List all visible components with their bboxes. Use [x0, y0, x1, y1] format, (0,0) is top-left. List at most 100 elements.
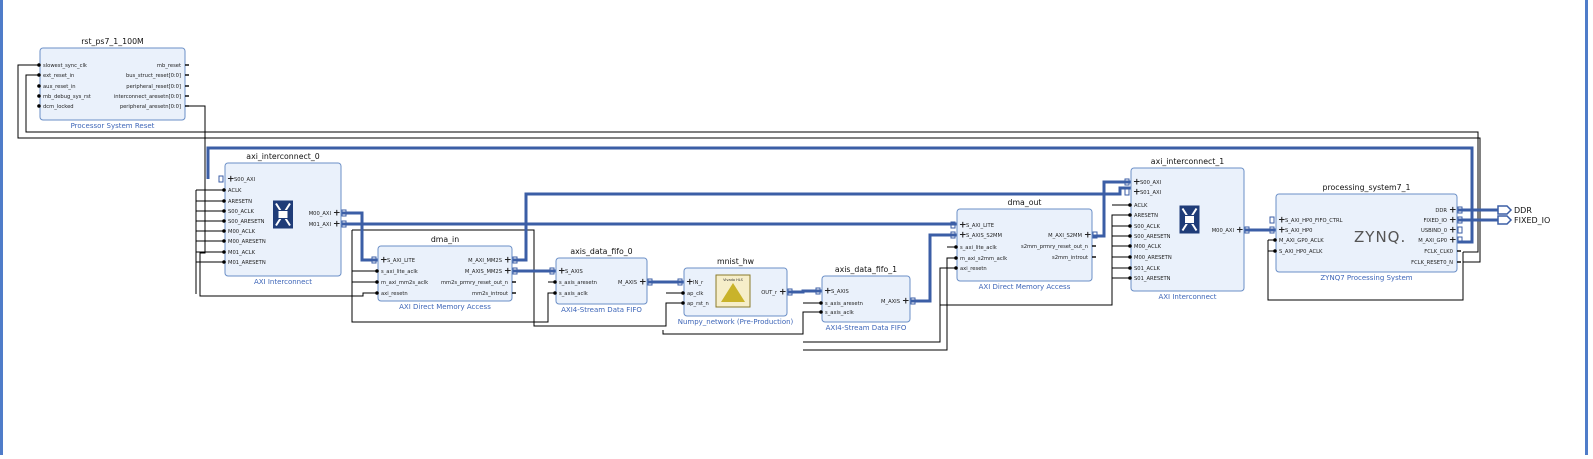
- pin-dot-icon[interactable]: [222, 209, 226, 213]
- pin-dot-icon[interactable]: [1128, 203, 1132, 207]
- expand-plus-icon[interactable]: +: [902, 297, 910, 307]
- block-body[interactable]: [956, 208, 1093, 282]
- pin-dot-icon[interactable]: [553, 280, 557, 284]
- expand-plus-icon[interactable]: +: [639, 278, 647, 288]
- pin-dot-icon[interactable]: [553, 291, 557, 295]
- pin-dot-icon[interactable]: [222, 260, 226, 264]
- expand-plus-icon[interactable]: +: [1449, 236, 1457, 246]
- pin-dot-icon[interactable]: [954, 266, 958, 270]
- block-body[interactable]: [39, 47, 186, 121]
- block-body[interactable]: [821, 275, 911, 323]
- bus-port-icon[interactable]: [1457, 216, 1463, 224]
- expand-plus-icon[interactable]: +: [959, 231, 967, 241]
- bus-port-icon[interactable]: [1092, 231, 1098, 239]
- bus-port-icon[interactable]: [1244, 226, 1250, 234]
- bus-port-icon[interactable]: [1457, 226, 1463, 234]
- bus-port-icon[interactable]: [218, 175, 224, 183]
- expand-plus-icon[interactable]: +: [779, 288, 787, 298]
- pin-dot-icon[interactable]: [1128, 255, 1132, 259]
- expand-plus-icon[interactable]: +: [504, 256, 512, 266]
- pin-dot-icon[interactable]: [681, 291, 685, 295]
- expand-plus-icon[interactable]: +: [824, 287, 832, 297]
- bus-port-icon[interactable]: [1124, 178, 1130, 186]
- pin-dot-icon[interactable]: [1273, 238, 1277, 242]
- bus-port-icon[interactable]: [950, 231, 956, 239]
- pin-dot-icon[interactable]: [222, 250, 226, 254]
- expand-plus-icon[interactable]: +: [558, 267, 566, 277]
- pin-dot-icon[interactable]: [954, 245, 958, 249]
- block-body[interactable]: [377, 245, 513, 302]
- bus-port-icon[interactable]: [787, 288, 793, 296]
- pin-dot-icon[interactable]: [1273, 249, 1277, 253]
- pin-dot-icon[interactable]: [1128, 224, 1132, 228]
- bus-port-icon[interactable]: [341, 209, 347, 217]
- pin-dot-icon[interactable]: [222, 229, 226, 233]
- expand-plus-icon[interactable]: +: [1236, 226, 1244, 236]
- expand-plus-icon[interactable]: +: [1084, 231, 1092, 241]
- expand-plus-icon[interactable]: +: [333, 220, 341, 230]
- pin-dot-icon[interactable]: [819, 301, 823, 305]
- expand-plus-icon[interactable]: +: [1449, 216, 1457, 226]
- bus-port-icon[interactable]: [677, 278, 683, 286]
- bus-port-icon[interactable]: [647, 278, 653, 286]
- pin-dot-icon[interactable]: [375, 269, 379, 273]
- bus-port-icon[interactable]: [1269, 226, 1275, 234]
- bus-port-icon[interactable]: [512, 256, 518, 264]
- pin-dot-icon[interactable]: [1128, 266, 1132, 270]
- bus-port-icon[interactable]: [1457, 206, 1463, 214]
- pin-dot-icon[interactable]: [37, 94, 41, 98]
- pin-dot-icon[interactable]: [222, 188, 226, 192]
- pin-dot-icon[interactable]: [1128, 234, 1132, 238]
- pin-dot-icon[interactable]: [681, 301, 685, 305]
- pin-dot-icon[interactable]: [37, 84, 41, 88]
- pin-dot-icon[interactable]: [1128, 276, 1132, 280]
- pin-dot-icon[interactable]: [37, 73, 41, 77]
- expand-plus-icon[interactable]: +: [1133, 178, 1141, 188]
- pin-dot-icon[interactable]: [375, 280, 379, 284]
- external-port-icon[interactable]: [1497, 205, 1513, 215]
- expand-plus-icon[interactable]: +: [959, 221, 967, 231]
- bus-port-icon[interactable]: [1269, 216, 1275, 224]
- pin-dot-icon[interactable]: [37, 63, 41, 67]
- expand-plus-icon[interactable]: +: [686, 278, 694, 288]
- pin-dot-icon[interactable]: [1128, 244, 1132, 248]
- block-body[interactable]: [1275, 193, 1458, 273]
- expand-plus-icon[interactable]: +: [504, 267, 512, 277]
- pin-dot-icon[interactable]: [1128, 213, 1132, 217]
- expand-plus-icon[interactable]: +: [1278, 216, 1286, 226]
- expand-plus-icon[interactable]: +: [380, 256, 388, 266]
- expand-plus-icon[interactable]: +: [1278, 226, 1286, 236]
- expand-plus-icon[interactable]: +: [227, 175, 235, 185]
- bus-port-icon[interactable]: [371, 256, 377, 264]
- expand-plus-icon[interactable]: +: [333, 209, 341, 219]
- expand-plus-icon[interactable]: +: [1449, 226, 1457, 236]
- pin-dot-icon[interactable]: [222, 219, 226, 223]
- bus-port-icon[interactable]: [549, 267, 555, 275]
- expand-plus-icon[interactable]: +: [1449, 206, 1457, 216]
- pin-dot-icon[interactable]: [222, 239, 226, 243]
- pin-dot-icon[interactable]: [954, 256, 958, 260]
- bus-port-icon[interactable]: [1124, 188, 1130, 196]
- bus-port-icon[interactable]: [950, 221, 956, 229]
- pin-dot-icon[interactable]: [375, 291, 379, 295]
- bus-port-icon[interactable]: [341, 220, 347, 228]
- bus-port-icon[interactable]: [512, 267, 518, 275]
- expand-plus-icon[interactable]: +: [1133, 188, 1141, 198]
- pin-dot-icon[interactable]: [37, 104, 41, 108]
- bus-port-icon[interactable]: [815, 287, 821, 295]
- external-port-icon[interactable]: [1497, 215, 1513, 225]
- bus-port-icon[interactable]: [910, 297, 916, 305]
- pin-dot-icon[interactable]: [819, 310, 823, 314]
- bus-port-icon[interactable]: [1457, 236, 1463, 244]
